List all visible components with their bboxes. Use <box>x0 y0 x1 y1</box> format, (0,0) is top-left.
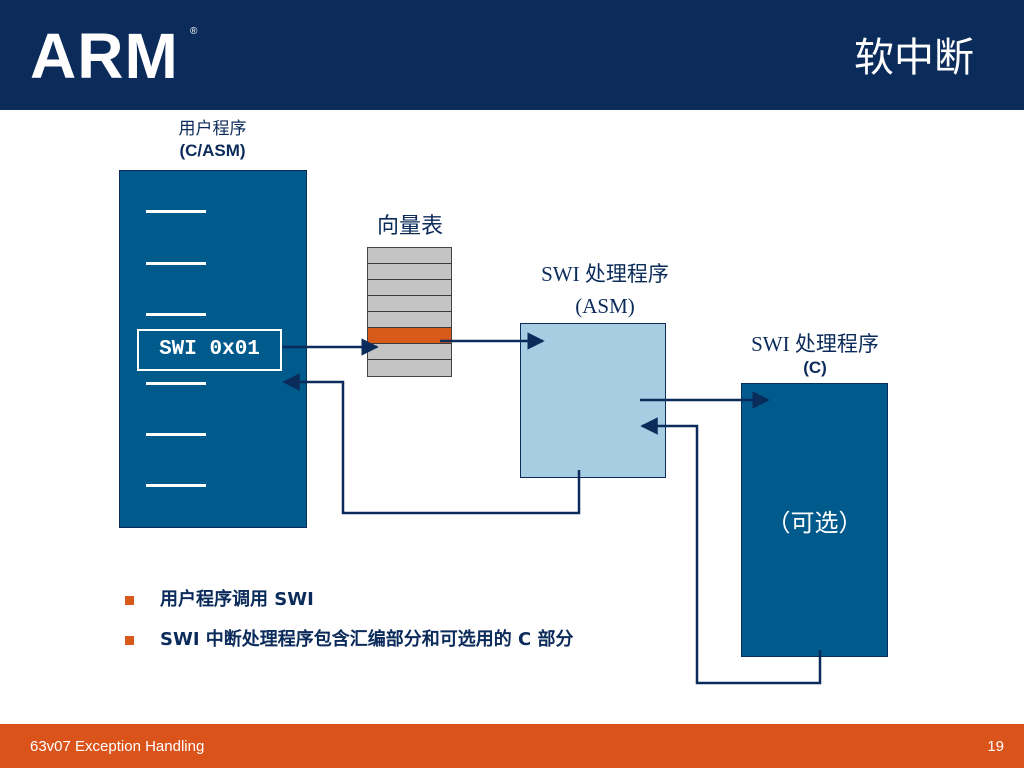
slide-title: 软中断 <box>854 35 974 81</box>
vector-table-row <box>368 248 451 264</box>
optional-label: （可选） <box>766 509 863 537</box>
code-line <box>146 313 206 316</box>
swi-c-label: SWI 处理程序 (C) <box>715 330 915 378</box>
code-line <box>146 484 206 487</box>
swi-c-handler-box <box>741 383 888 657</box>
bullet-text: SWI 中断处理程序包含汇编部分和可选用的 C 部分 <box>160 629 574 650</box>
page-number: 19 <box>987 738 1004 755</box>
vector-table-row <box>368 344 451 360</box>
user-program-title: 用户程序 <box>178 119 247 139</box>
swi-asm-subtitle: (ASM) <box>575 294 635 318</box>
user-program-label: 用户程序 (C/ASM) <box>140 118 285 162</box>
vector-table <box>367 247 452 377</box>
vector-table-row <box>368 312 451 328</box>
bullet-square-icon <box>125 596 134 605</box>
swi-instruction-box: SWI 0x01 <box>137 329 282 371</box>
swi-c-subtitle: (C) <box>803 358 827 377</box>
vector-table-label: 向量表 <box>376 214 443 239</box>
arm-logo: ARM <box>30 20 179 92</box>
arrow-asm-return <box>282 373 581 515</box>
vector-table-row-swi <box>368 328 451 344</box>
header-bar: ARM ® 软中断 <box>0 0 1024 110</box>
bullet-square-icon <box>125 636 134 645</box>
code-line <box>146 433 206 436</box>
code-line <box>146 262 206 265</box>
vector-table-row <box>368 264 451 280</box>
code-line <box>146 382 206 385</box>
footer-title: 63v07 Exception Handling <box>30 738 205 755</box>
vector-table-row <box>368 360 451 376</box>
code-line <box>146 210 206 213</box>
bullet-text: 用户程序调用 SWI <box>160 589 314 610</box>
vector-table-row <box>368 296 451 312</box>
swi-asm-title: SWI 处理程序 <box>541 262 669 286</box>
vector-table-row <box>368 280 451 296</box>
swi-asm-label: SWI 处理程序 (ASM) <box>505 258 705 322</box>
user-program-subtitle: (C/ASM) <box>179 141 246 160</box>
arrow-c-to-asm <box>640 417 822 685</box>
swi-c-title: SWI 处理程序 <box>751 332 879 356</box>
registered-mark: ® <box>190 26 198 37</box>
footer-bar: 63v07 Exception Handling 19 <box>0 724 1024 768</box>
